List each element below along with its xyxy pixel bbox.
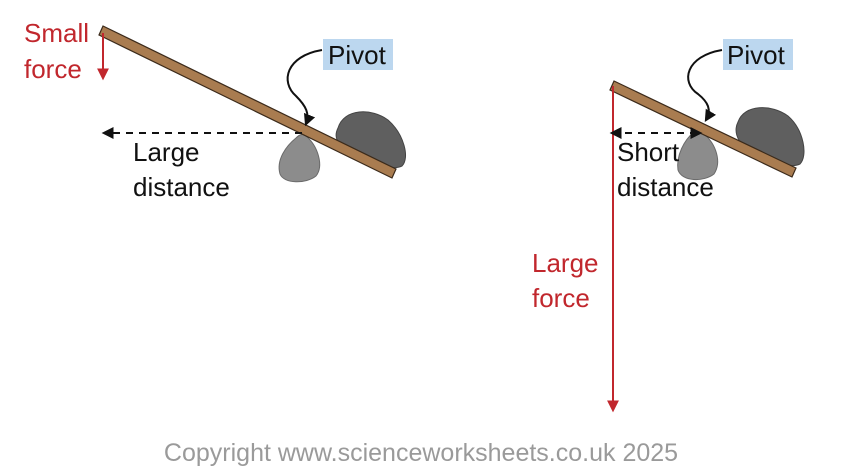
force-label-line1: Large <box>532 248 599 278</box>
lever-plank-icon <box>609 80 797 178</box>
distance-label-line2: distance <box>133 172 230 202</box>
force-label-line1: Small <box>24 18 89 48</box>
pivot-label-background <box>723 39 793 70</box>
left-panel: Pivot Small force Large distance <box>24 18 406 202</box>
pointer-arrow-icon <box>286 49 323 127</box>
distance-label-line1: Short <box>617 137 680 167</box>
right-panel: Pivot Short distance Large force <box>532 39 805 413</box>
pivot-label-background <box>323 39 393 70</box>
copyright-text: Copyright www.scienceworksheets.co.uk 20… <box>164 439 678 467</box>
force-label-line2: force <box>24 54 82 84</box>
lever-plank-icon <box>98 25 397 179</box>
distance-label-line2: distance <box>617 172 714 202</box>
pointer-arrow-icon <box>687 49 723 123</box>
pivot-label: Pivot <box>727 40 786 70</box>
pivot-rock-icon <box>278 134 321 183</box>
pivot-label: Pivot <box>328 40 387 70</box>
force-label-line2: force <box>532 283 590 313</box>
distance-label-line1: Large <box>133 137 200 167</box>
